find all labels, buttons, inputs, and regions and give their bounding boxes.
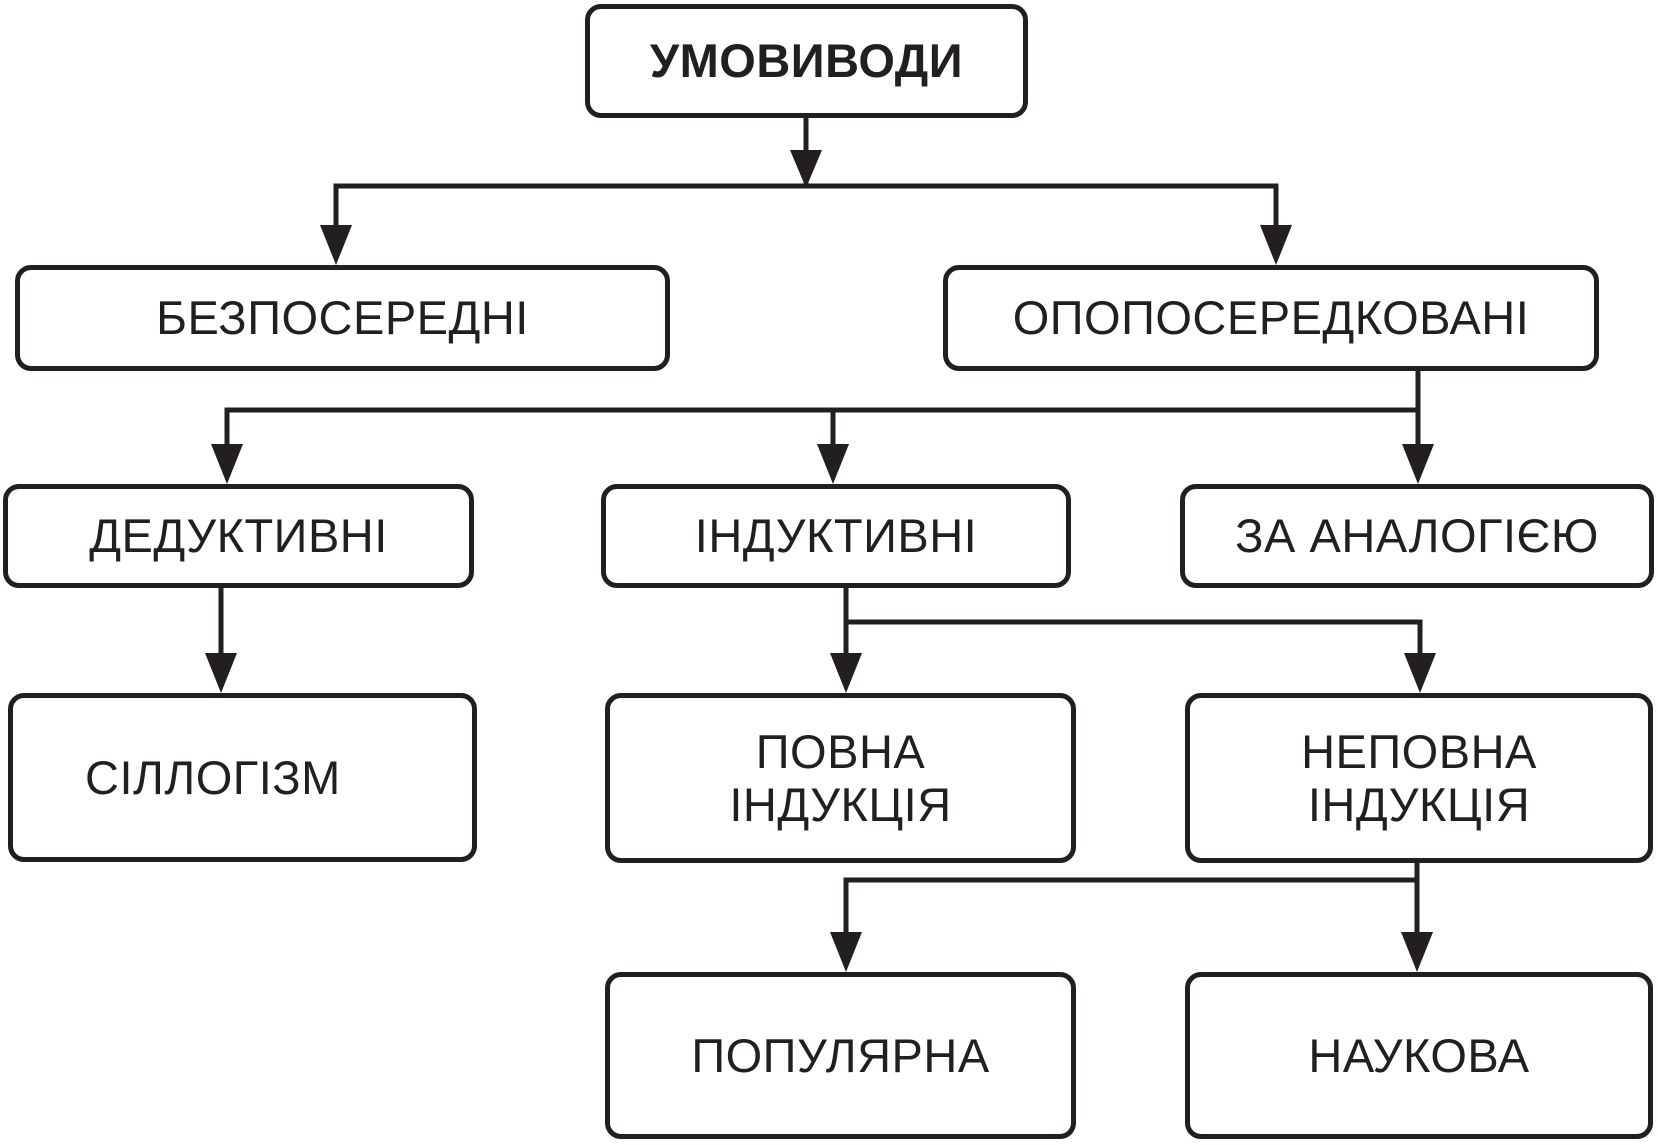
- node-full-induction: ПОВНА ІНДУКЦІЯ: [605, 693, 1076, 863]
- node-popular-label: ПОПУЛЯРНА: [691, 1028, 990, 1082]
- node-by-analogy: ЗА АНАЛОГІЄЮ: [1180, 484, 1654, 588]
- node-syllogism-label: СІЛЛОГІЗМ: [85, 750, 341, 804]
- node-inductive-label: ІНДУКТИВНІ: [694, 509, 978, 563]
- node-deductive-label: ДЕДУКТИВНІ: [89, 509, 388, 563]
- node-full-induction-line2: ІНДУКЦІЯ: [729, 778, 952, 831]
- node-direct-label: БЕЗПОСЕРЕДНІ: [156, 291, 529, 345]
- node-by-analogy-label: ЗА АНАЛОГІЄЮ: [1235, 509, 1599, 563]
- node-partial-induction: НЕПОВНА ІНДУКЦІЯ: [1185, 693, 1653, 863]
- node-inductive: ІНДУКТИВНІ: [601, 484, 1071, 588]
- arrowhead-root: [790, 150, 822, 188]
- arrowhead-inductive: [817, 444, 849, 484]
- node-popular: ПОПУЛЯРНА: [605, 972, 1076, 1139]
- node-inferences-label: УМОВИВОДИ: [649, 34, 964, 88]
- node-full-induction-line1: ПОВНА: [755, 724, 926, 778]
- connector-level4-bus: [843, 877, 1420, 942]
- node-partial-induction-line2: ІНДУКЦІЯ: [1307, 778, 1531, 831]
- arrowhead-popular: [830, 932, 862, 972]
- node-mediated: ОПОПОСЕРЕДКОВАНІ: [943, 265, 1599, 371]
- arrowhead-analogy: [1402, 444, 1434, 484]
- node-direct: БЕЗПОСЕРЕДНІ: [15, 265, 670, 371]
- node-scientific: НАУКОВА: [1185, 972, 1653, 1139]
- arrowhead-full: [830, 653, 862, 693]
- arrowhead-syllogism: [205, 653, 237, 693]
- node-inferences: УМОВИВОДИ: [585, 4, 1028, 118]
- node-deductive: ДЕДУКТИВНІ: [3, 484, 474, 588]
- node-mediated-label: ОПОПОСЕРЕДКОВАНІ: [1012, 291, 1530, 345]
- arrowhead-mediated: [1260, 225, 1292, 265]
- node-syllogism: СІЛЛОГІЗМ: [8, 693, 477, 862]
- arrowhead-deductive: [211, 444, 243, 484]
- arrowhead-scientific: [1401, 932, 1433, 972]
- arrowhead-partial: [1404, 653, 1436, 693]
- arrowhead-direct: [320, 225, 352, 265]
- node-partial-induction-text: НЕПОВНА ІНДУКЦІЯ: [1301, 725, 1537, 831]
- node-full-induction-text: ПОВНА ІНДУКЦІЯ: [729, 725, 951, 831]
- connector-level3-bus: [843, 619, 1423, 663]
- node-partial-induction-line1: НЕПОВНА: [1301, 724, 1537, 778]
- node-scientific-label: НАУКОВА: [1308, 1028, 1530, 1082]
